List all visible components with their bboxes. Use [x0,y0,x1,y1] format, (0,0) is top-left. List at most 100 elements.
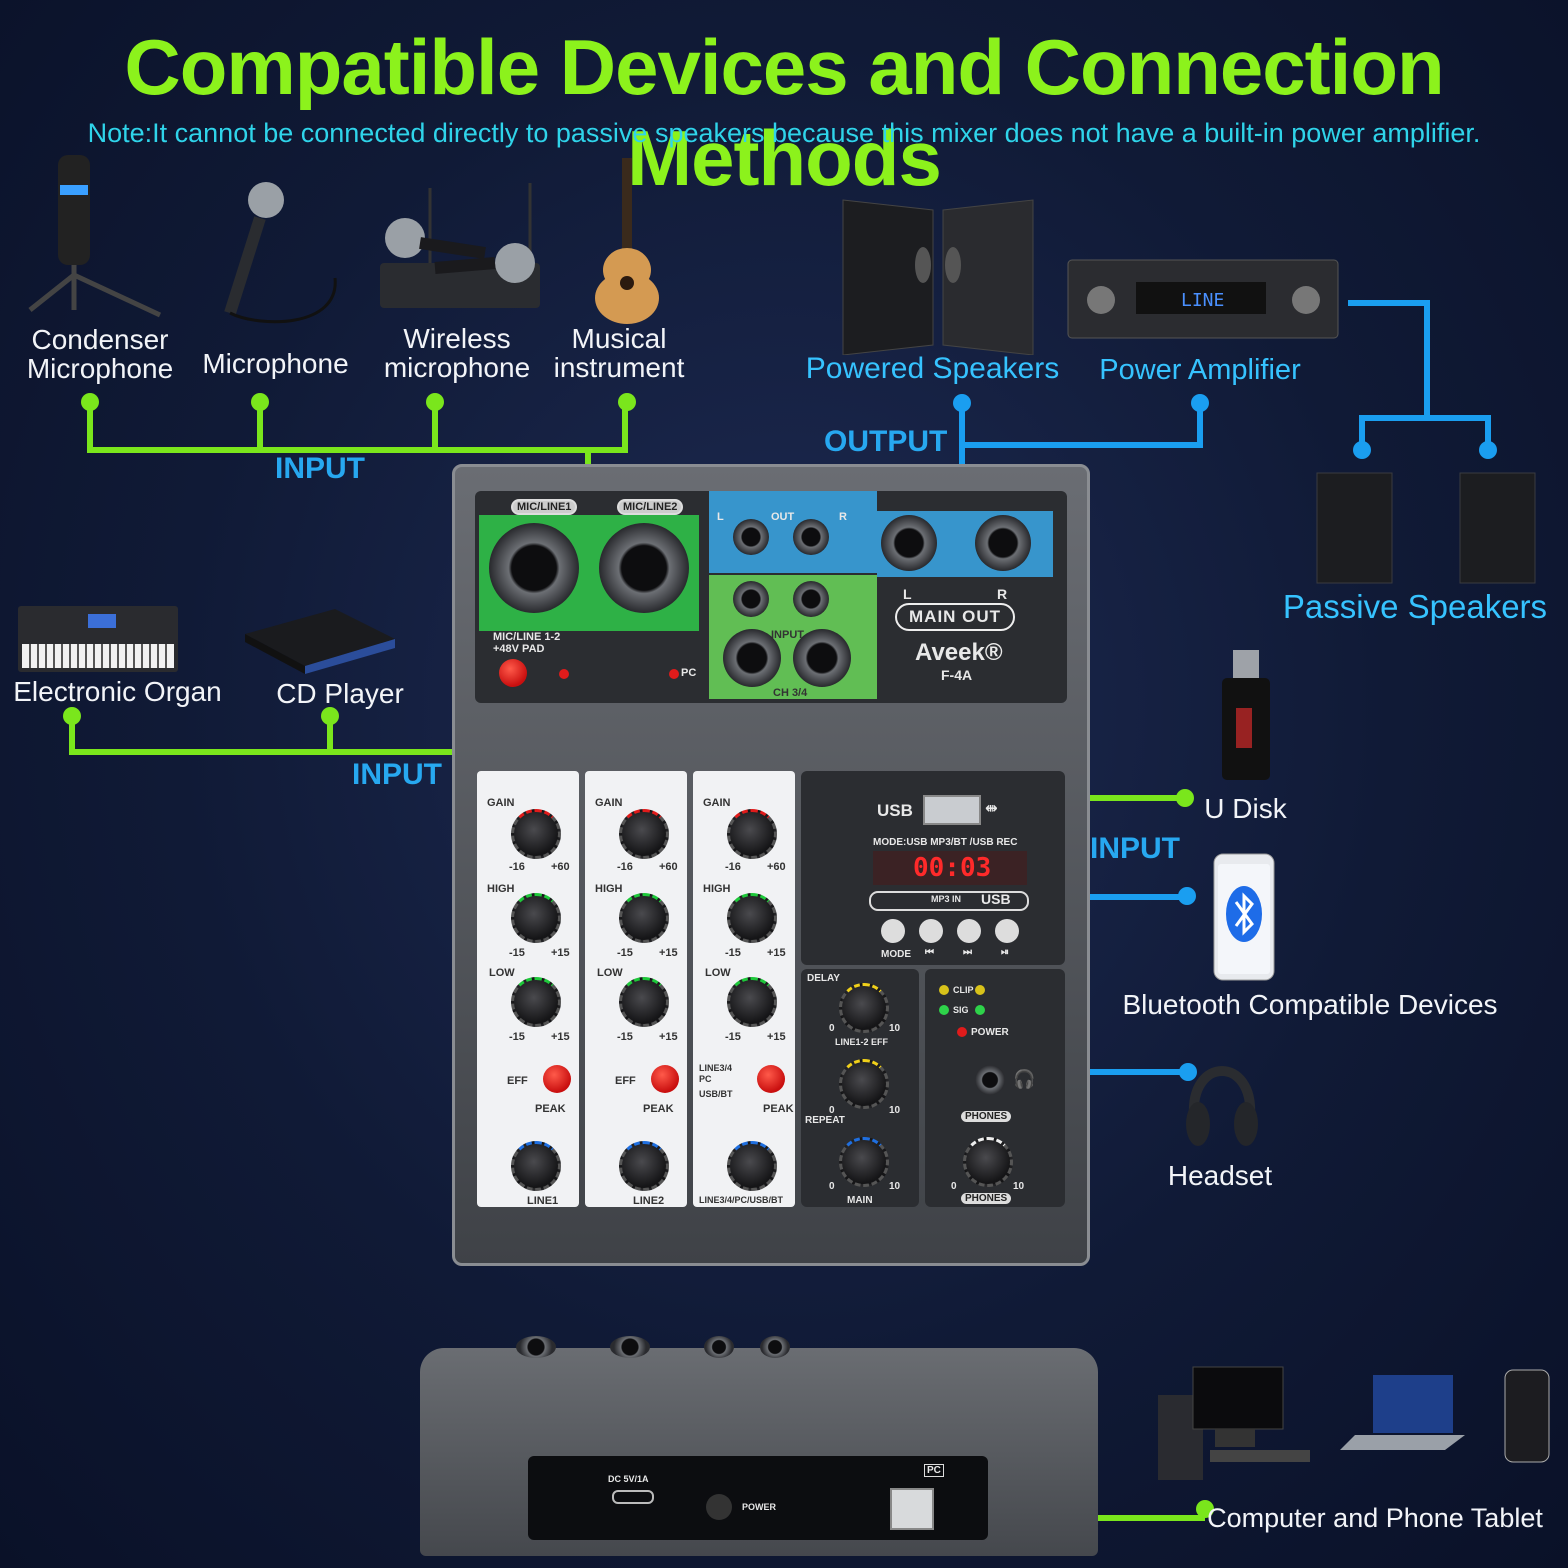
label-gain-3: GAIN [703,797,731,809]
rca-out-right[interactable] [793,519,829,555]
label-line12-eff: LINE1-2 EFF [835,1037,889,1047]
gain-lo-1: -16 [509,861,525,873]
phones-jack[interactable] [975,1065,1005,1095]
repeat-knob[interactable] [839,1059,889,1109]
model-name: F-4A [941,667,973,683]
low-knob-3[interactable] [727,977,777,1027]
high-hi-1: +15 [551,947,570,959]
jack-ch4[interactable] [793,629,851,687]
gain-knob-1[interactable] [511,809,561,859]
label-repeat: REPEAT [805,1115,845,1126]
bluetooth-phone-image [1213,853,1275,981]
eff-button-1[interactable] [543,1065,571,1093]
label-out: OUT [771,511,795,523]
page-title: Compatible Devices and Connection Method… [124,23,1444,202]
electronic-organ-image [18,606,178,672]
rear-jack-2 [610,1336,650,1358]
gain-knob-2[interactable] [619,809,669,859]
label-high-1: HIGH [487,883,515,895]
combo-jack-2[interactable] [599,523,689,613]
player-display: 00:03 [873,851,1027,885]
main-out-right-jack[interactable] [975,515,1031,571]
next-button[interactable] [957,919,981,943]
phones-min: 0 [951,1181,957,1192]
prev-button[interactable] [919,919,943,943]
combo-jack-1[interactable] [489,523,579,613]
jack-ch3[interactable] [723,629,781,687]
label-line2: LINE2 [633,1195,665,1207]
line34-fader-knob[interactable] [727,1141,777,1191]
phones-knob[interactable] [963,1137,1013,1187]
label-gain-2: GAIN [595,797,623,809]
label-low-1: LOW [489,967,515,979]
passive-speakers-image [1316,472,1536,584]
label-mode: MODE [881,949,911,960]
rear-jack-1 [516,1336,556,1358]
gain-hi-1: +60 [551,861,570,873]
line1-fader-knob[interactable] [511,1141,561,1191]
phones-max: 10 [1013,1181,1025,1192]
gain-knob-3[interactable] [727,809,777,859]
delay-knob[interactable] [839,983,889,1033]
label-bluetooth: Bluetooth Compatible Devices [1122,989,1498,1020]
dc-port[interactable] [612,1490,654,1504]
source-select-button[interactable] [757,1065,785,1093]
mixer-top-view: MIC/LINE1 MIC/LINE2 MIC/LINE 1-2 +48V PA… [452,464,1090,1266]
high-knob-1[interactable] [511,893,561,943]
section-input-top: INPUT [275,452,365,485]
clip-led-left [939,985,949,995]
label-gain-1: GAIN [487,797,515,809]
high-knob-3[interactable] [727,893,777,943]
main-out-left-jack[interactable] [881,515,937,571]
rca-out-left[interactable] [733,519,769,555]
phantom-power-button[interactable] [499,659,527,687]
label-main-l: L [903,586,912,602]
gain-lo-2: -16 [617,861,633,873]
high-hi-3: +15 [767,947,786,959]
label-instrument: Musical instrument [553,323,685,383]
rca-in-left[interactable] [733,581,769,617]
label-phones-top: PHONES [961,1111,1012,1122]
high-lo-3: -15 [725,947,741,959]
usb-port[interactable] [923,795,981,825]
channel-strip-1: GAIN -16 +60 HIGH -15 +15 LOW -15 +15 EF… [477,771,579,1207]
gain-hi-2: +60 [659,861,678,873]
low-knob-1[interactable] [511,977,561,1027]
label-sig: SIG [953,1005,969,1015]
mode-button[interactable] [881,919,905,943]
play-pause-button[interactable] [995,919,1019,943]
label-headset: Headset [1167,1160,1273,1191]
clip-led-right [975,985,985,995]
headset-image [1186,1066,1258,1146]
low-lo-1: -15 [509,1031,525,1043]
delay-max: 10 [889,1023,901,1034]
mixer-rear-view: DC 5V/1A POWER PC [420,1336,1098,1556]
rear-jack-4 [760,1336,790,1358]
label-dc: DC 5V/1A [608,1474,649,1484]
cd-player-image [245,609,395,674]
low-knob-2[interactable] [619,977,669,1027]
play-pause-icon: ⏯ [1001,947,1009,958]
usb-b-port[interactable] [890,1488,934,1530]
label-electronic-organ: Electronic Organ [13,676,222,707]
powered-speakers-image [842,199,1034,355]
line2-fader-knob[interactable] [619,1141,669,1191]
low-lo-3: -15 [725,1031,741,1043]
rca-in-right[interactable] [793,581,829,617]
label-peak-1: PEAK [535,1103,566,1115]
label-clip: CLIP [953,985,974,995]
pc-led [669,669,679,679]
eff-button-2[interactable] [651,1065,679,1093]
label-mode-text: MODE:USB MP3/BT /USB REC [873,837,1018,848]
main-max: 10 [889,1181,901,1192]
rear-power-button[interactable] [706,1494,732,1520]
rear-jack-3 [704,1336,734,1358]
rear-panel: DC 5V/1A POWER PC [528,1456,988,1540]
main-knob[interactable] [839,1137,889,1187]
main-min: 0 [829,1181,835,1192]
low-hi-2: +15 [659,1031,678,1043]
label-cd-player: CD Player [276,678,404,709]
high-knob-2[interactable] [619,893,669,943]
label-usb-bt: USB/BT [699,1089,733,1099]
